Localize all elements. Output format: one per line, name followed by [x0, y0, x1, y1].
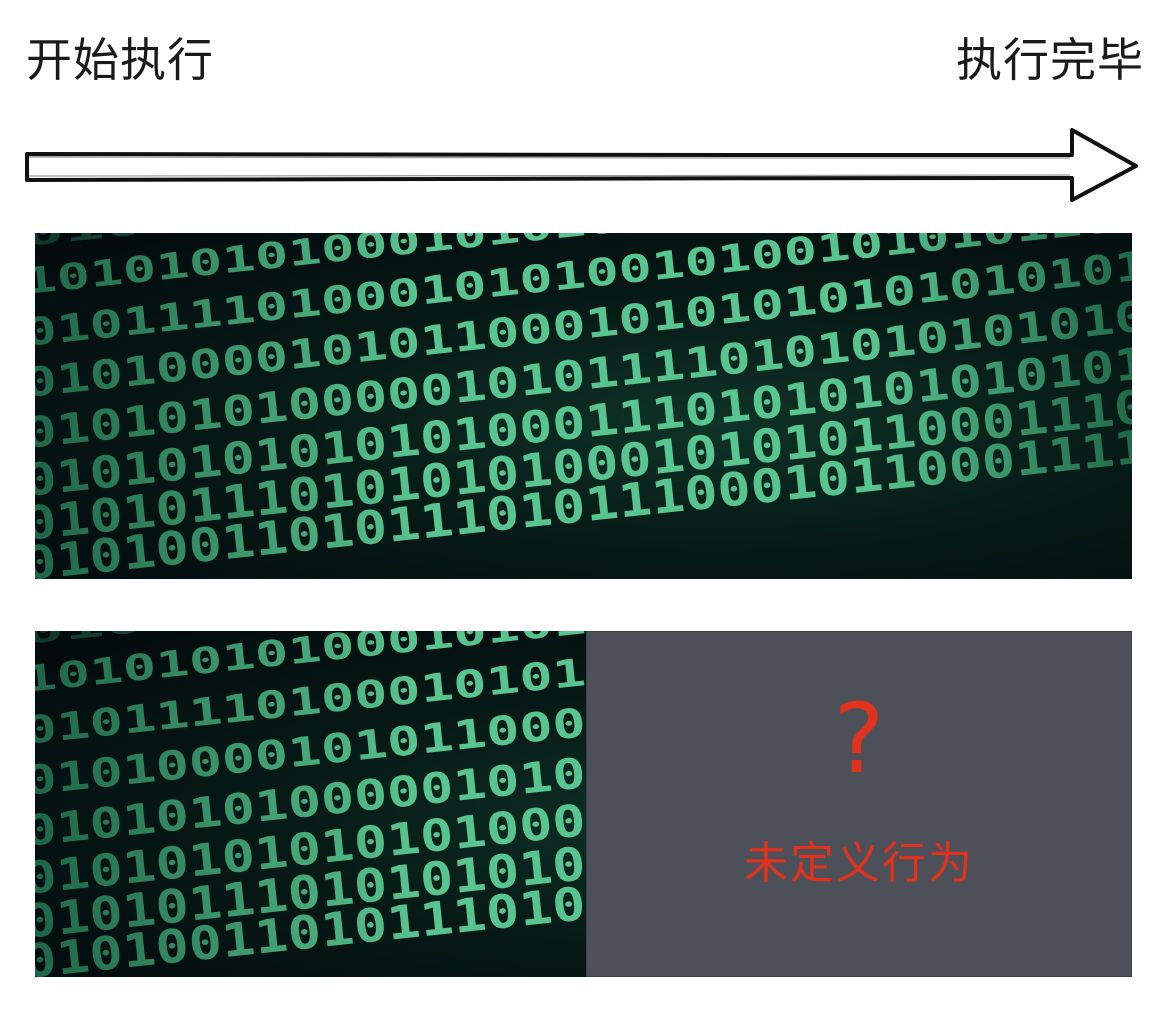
executed-code-panel: 0101010101011111000101010101101010101000… — [35, 233, 1132, 579]
start-label: 开始执行 — [26, 33, 214, 87]
arrow-outline — [25, 128, 1138, 202]
binary-rows-top: 0101010101011111000101010101101010101000… — [35, 233, 1132, 579]
timeline-arrow — [25, 128, 1138, 202]
end-label: 执行完毕 — [956, 33, 1144, 87]
undefined-behavior-label: 未定义行为 — [744, 838, 974, 889]
undefined-behavior-box: ? 未定义行为 — [586, 631, 1132, 977]
question-mark-icon: ? — [833, 683, 885, 795]
